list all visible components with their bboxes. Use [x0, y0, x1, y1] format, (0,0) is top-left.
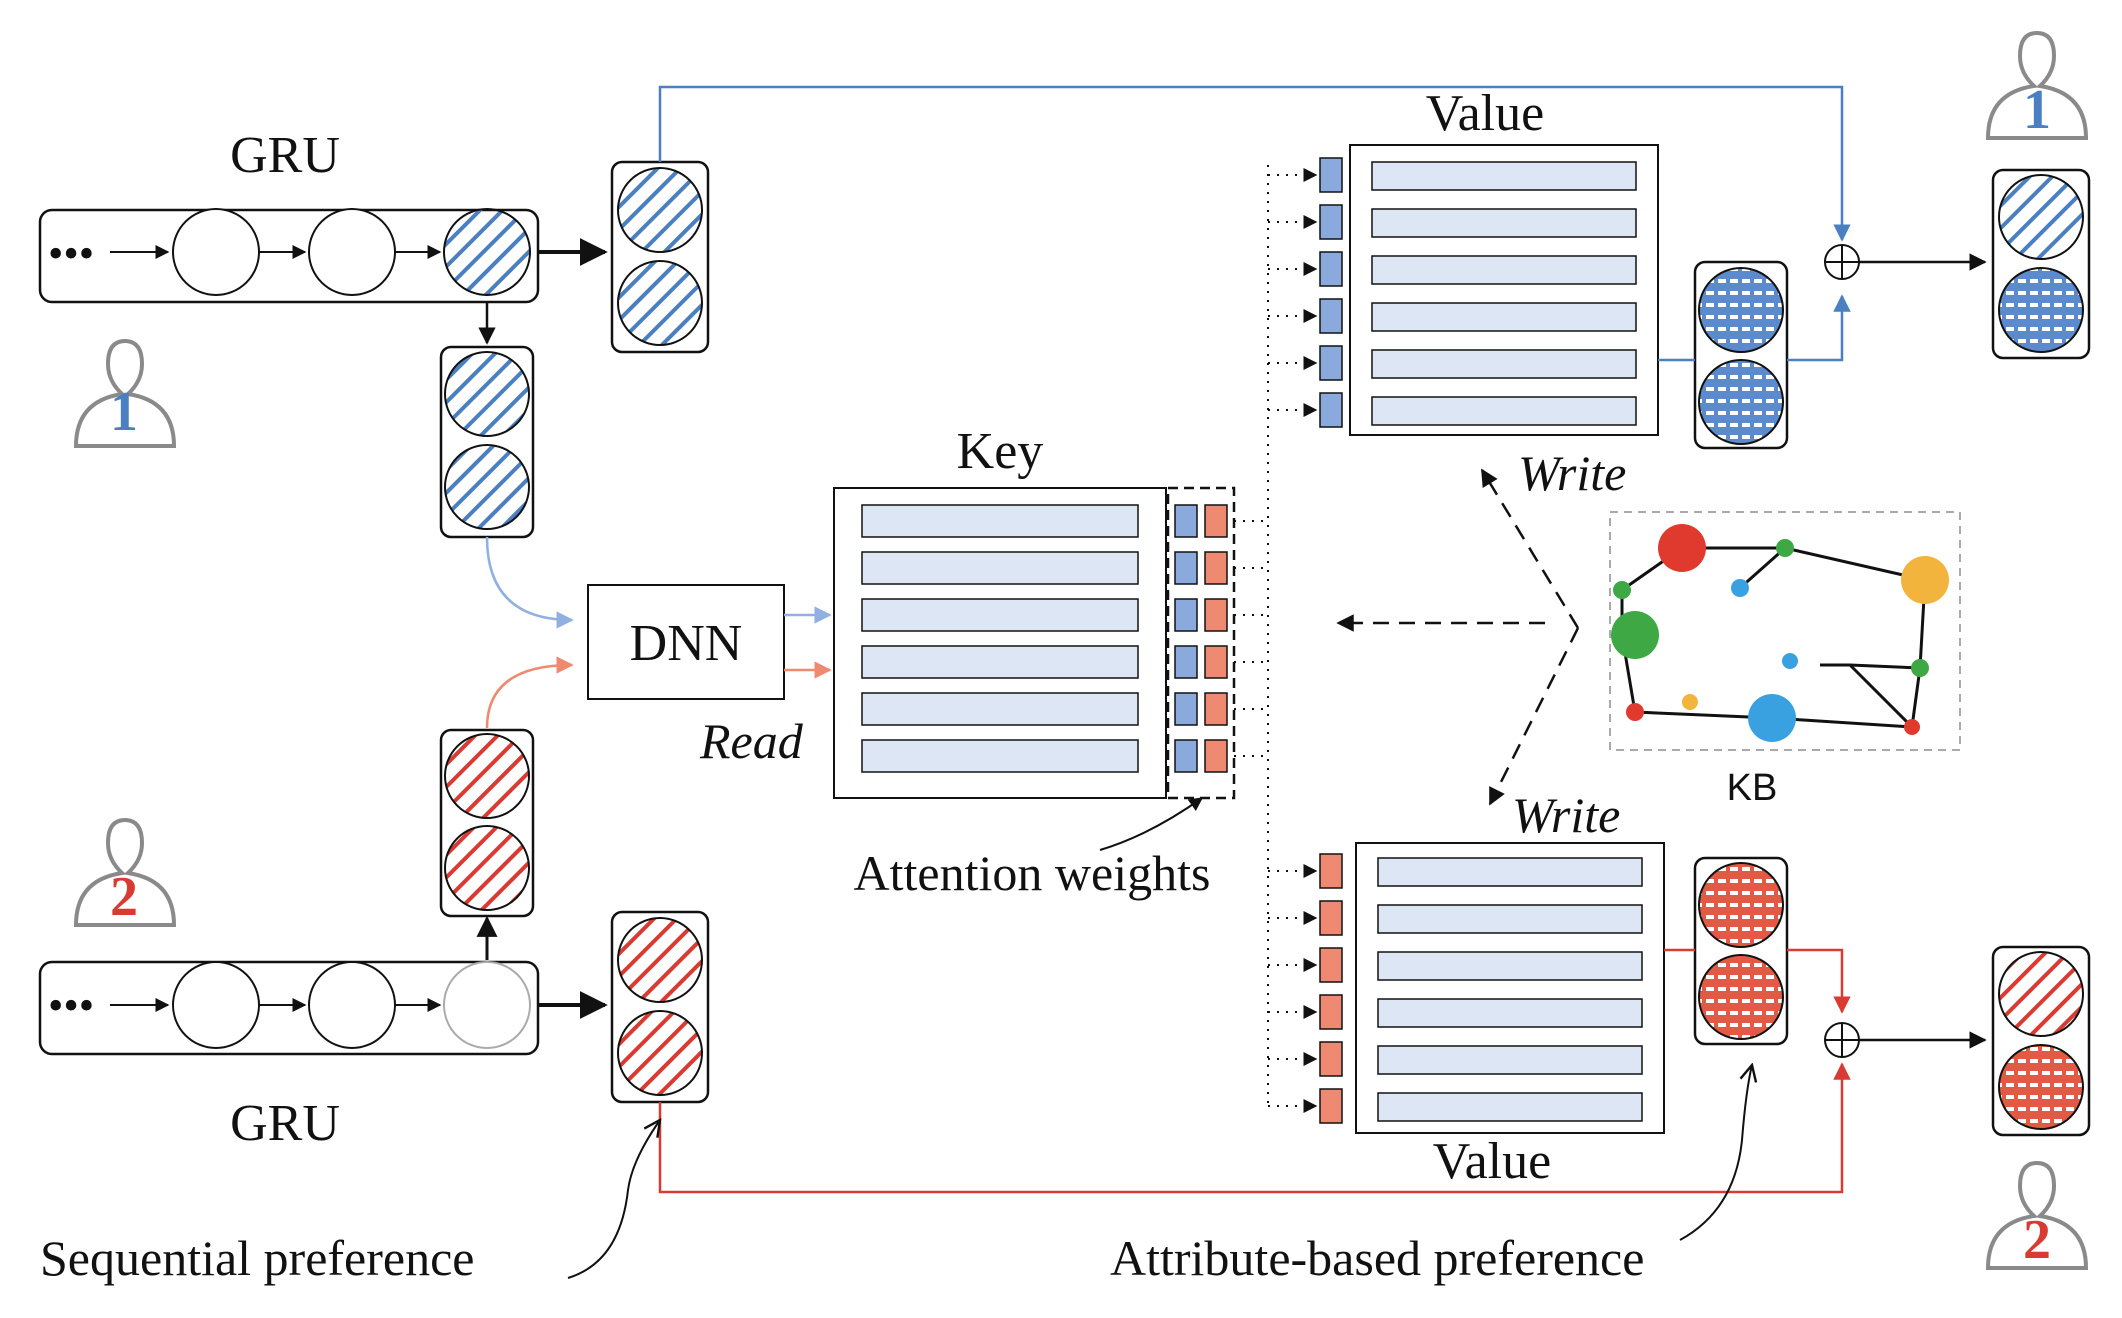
attention-weight-red: [1204, 645, 1228, 679]
read-label: Read: [699, 713, 804, 769]
key-slot: [861, 598, 1139, 632]
value-bottom-slots: [1377, 857, 1643, 1122]
value-top-weight-cells: [1319, 157, 1343, 428]
key-slot: [861, 692, 1139, 726]
user2-icon-right: 2: [1985, 1160, 2089, 1271]
attention-weights-label: Attention weights: [854, 845, 1211, 901]
user1-number-left: 1: [110, 381, 138, 443]
attention-weight-blue: [1174, 598, 1198, 632]
value-top-weight: [1319, 345, 1343, 381]
gru-bottom-ellipsis: •••: [48, 981, 94, 1030]
sequential-preference-label: Sequential preference: [40, 1230, 474, 1286]
user1-icon: 1: [73, 338, 177, 448]
value-bottom-weight: [1319, 853, 1343, 889]
gru-top-ellipsis: •••: [48, 229, 94, 278]
value-top-slot: [1371, 349, 1637, 379]
kb-graph: [1611, 524, 1949, 742]
key-slots: [861, 504, 1139, 773]
value-top-weight: [1319, 251, 1343, 287]
value-bottom-slot: [1377, 1092, 1643, 1122]
kb-label: KB: [1727, 767, 1778, 809]
attention-weight-red: [1204, 598, 1228, 632]
value-top-matrix: [1349, 144, 1659, 436]
attention-weight-cells: [1174, 504, 1228, 773]
value-bottom-weight: [1319, 994, 1343, 1030]
user1-icon-right: 1: [1985, 30, 2089, 141]
value-bottom-slot: [1377, 904, 1643, 934]
value-top-weight: [1319, 204, 1343, 240]
kb-box: [1609, 511, 1961, 751]
attribute-based-preference-label: Attribute-based preference: [1110, 1230, 1644, 1286]
sum-node-user1: [1824, 244, 1860, 280]
value-top-slot: [1371, 396, 1637, 426]
gru-top-cell-1: [172, 208, 260, 296]
value-top-weight: [1319, 298, 1343, 334]
key-slot: [861, 739, 1139, 773]
dnn-label: DNN: [630, 615, 743, 672]
attention-weight-blue: [1174, 504, 1198, 538]
value-bottom-slot: [1377, 998, 1643, 1028]
attention-weight-blue: [1174, 645, 1198, 679]
write-bottom-label: Write: [1512, 787, 1620, 843]
attention-weight-blue: [1174, 739, 1198, 773]
gru-top-container: [38, 208, 540, 304]
value-bottom-matrix: [1355, 842, 1665, 1134]
user2-number-right: 2: [2023, 1209, 2051, 1271]
attention-weight-red: [1204, 504, 1228, 538]
value-top-slot: [1371, 302, 1637, 332]
attention-weight-blue: [1174, 551, 1198, 585]
attention-weight-blue: [1174, 692, 1198, 726]
value-bottom-slot: [1377, 951, 1643, 981]
attention-weight-red: [1204, 551, 1228, 585]
user2-icon: 2: [73, 817, 177, 928]
user1-number-right: 1: [2023, 79, 2051, 141]
value-top-weight: [1319, 392, 1343, 428]
key-slot: [861, 645, 1139, 679]
value-bottom-slot: [1377, 857, 1643, 887]
user2-number-left: 2: [110, 866, 138, 928]
value-bottom-weight: [1319, 1088, 1343, 1124]
dnn-box: [587, 584, 785, 700]
gru-top-cell-2: [308, 208, 396, 296]
gru-bottom-cell-3: [443, 961, 531, 1049]
gru-bottom-container: [38, 960, 540, 1056]
key-label: Key: [957, 423, 1044, 480]
value-top-slot: [1371, 161, 1637, 191]
key-slot: [861, 504, 1139, 538]
value-bottom-weight-cells: [1319, 853, 1343, 1124]
gru-bottom-cell-1: [172, 961, 260, 1049]
gru-bottom-label: GRU: [230, 1095, 340, 1152]
attention-weight-red: [1204, 739, 1228, 773]
value-bottom-weight: [1319, 1041, 1343, 1077]
value-bottom-weight: [1319, 900, 1343, 936]
value-bottom-slot: [1377, 1045, 1643, 1075]
key-slot: [861, 551, 1139, 585]
gru-top-cell-3: [443, 208, 531, 296]
value-top-weight: [1319, 157, 1343, 193]
value-bottom-weight: [1319, 947, 1343, 983]
value-top-slot: [1371, 255, 1637, 285]
attention-weight-red: [1204, 692, 1228, 726]
sum-node-user2: [1824, 1022, 1860, 1058]
gru-top-label: GRU: [230, 127, 340, 184]
attention-dotted-connectors: [1234, 165, 1318, 1113]
value-bottom-label: Value: [1433, 1133, 1551, 1190]
write-top-label: Write: [1518, 445, 1626, 501]
value-top-label: Value: [1426, 85, 1544, 142]
gru-bottom-cell-2: [308, 961, 396, 1049]
value-top-slot: [1371, 208, 1637, 238]
value-top-slots: [1371, 161, 1637, 426]
